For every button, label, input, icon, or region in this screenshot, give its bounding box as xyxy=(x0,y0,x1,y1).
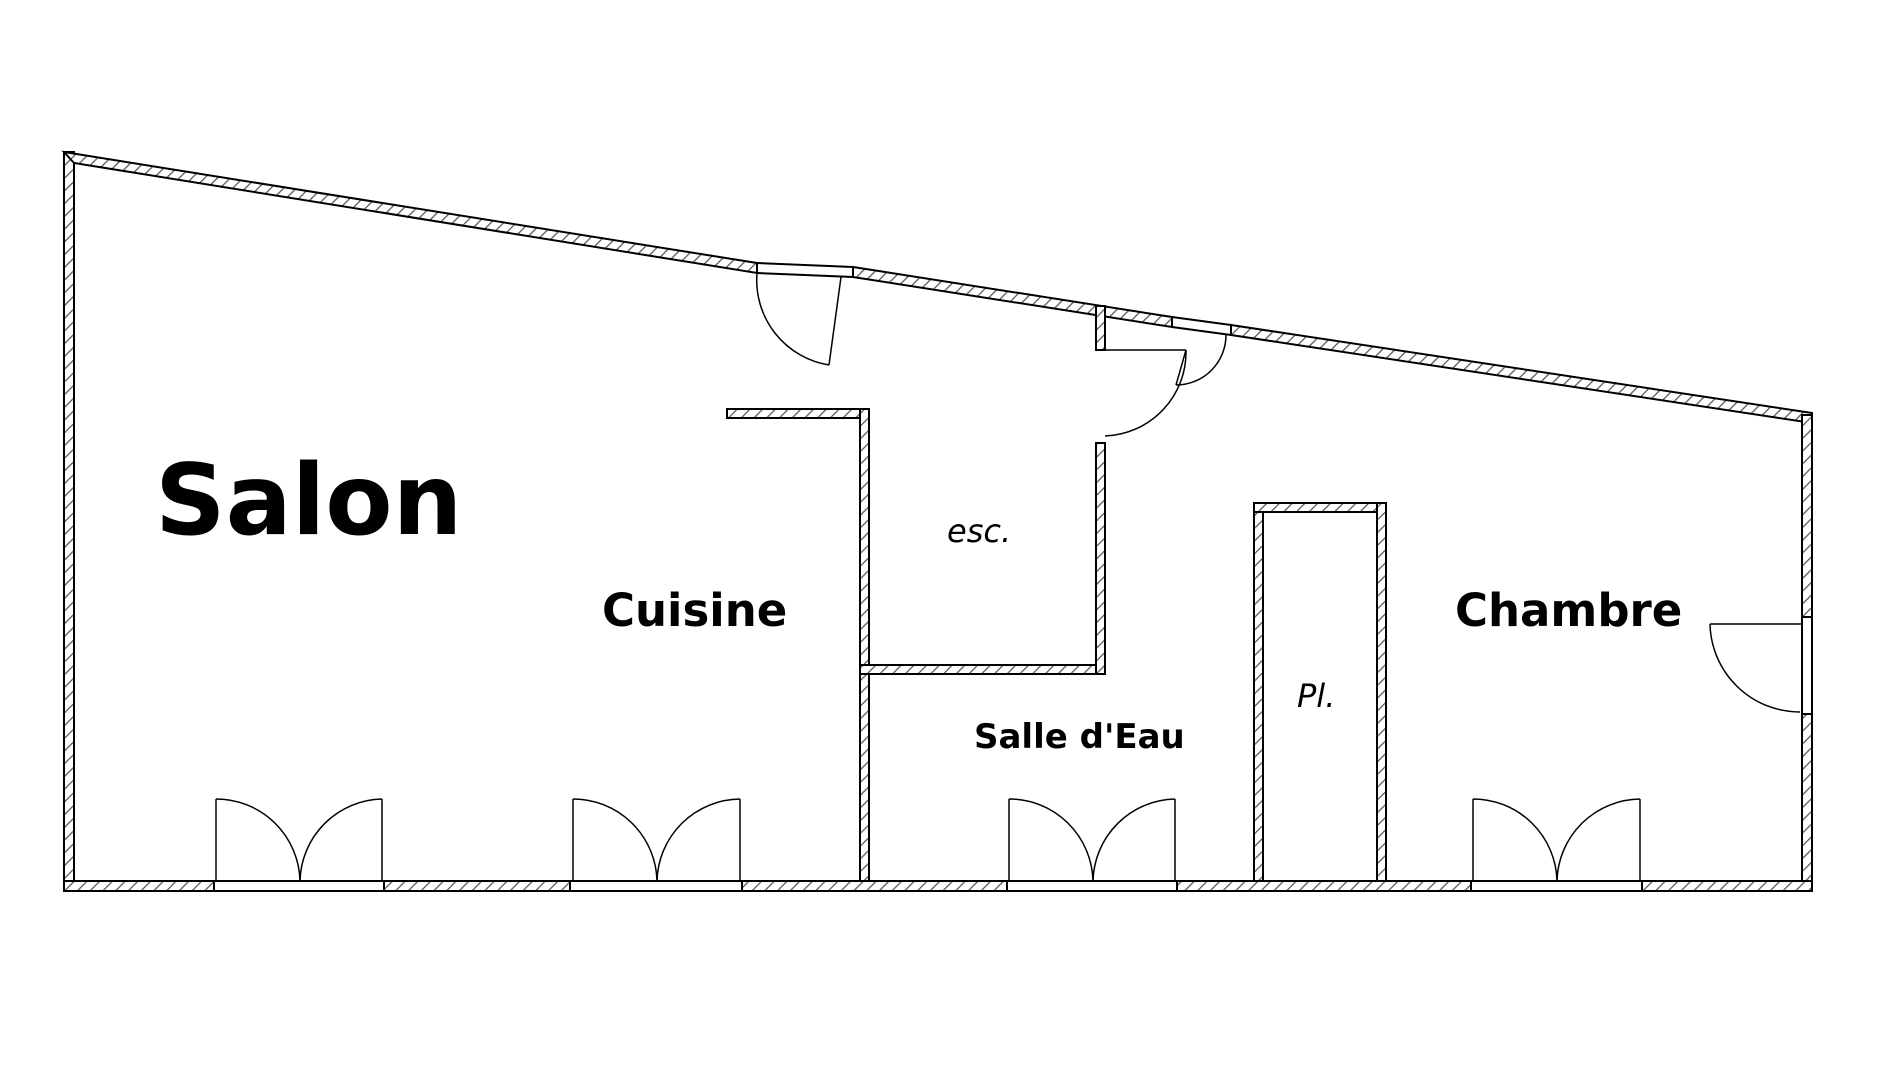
wall-right-upper xyxy=(1801,414,1813,618)
openings xyxy=(214,262,1813,892)
door-salon-double xyxy=(215,798,383,882)
door-salle-eau-double xyxy=(1008,798,1176,882)
wall-placard-left xyxy=(1253,502,1264,882)
wall-right-lower xyxy=(1801,713,1813,891)
wall-bottom-2 xyxy=(383,880,571,892)
wall-placard-right xyxy=(1376,502,1387,882)
wall-bottom-3 xyxy=(741,880,1008,892)
doors xyxy=(215,272,1802,882)
wall-bottom-4 xyxy=(1176,880,1472,892)
wall-bottom-1 xyxy=(63,880,215,892)
door-chambre-double xyxy=(1472,798,1641,882)
interior-walls xyxy=(726,305,1387,882)
wall-stair-bottom xyxy=(859,664,1106,675)
wall-cuisine-right xyxy=(859,408,870,882)
wall-top-1 xyxy=(61,150,758,275)
room-label-placard: Pl. xyxy=(1297,677,1335,715)
room-label-chambre: Chambre xyxy=(1455,584,1682,637)
wall-left xyxy=(63,151,75,882)
wall-placard-top xyxy=(1253,502,1387,513)
room-label-escalier: esc. xyxy=(947,512,1011,550)
wall-stair-right-upper xyxy=(1095,305,1106,351)
exterior-walls xyxy=(61,150,1813,892)
door-chambre-side xyxy=(1709,623,1802,713)
wall-bottom-5 xyxy=(1641,880,1813,892)
wall-cuisine-top xyxy=(726,408,870,419)
door-top-entry xyxy=(755,272,842,366)
door-stair xyxy=(1104,334,1227,437)
wall-top-3 xyxy=(1230,323,1813,425)
wall-top-2 xyxy=(852,265,1173,329)
door-cuisine-double xyxy=(572,798,741,882)
room-label-salle-eau: Salle d'Eau xyxy=(974,717,1185,757)
room-label-cuisine: Cuisine xyxy=(602,584,787,637)
room-label-salon: Salon xyxy=(155,444,462,558)
wall-stair-right-lower xyxy=(1095,442,1106,675)
